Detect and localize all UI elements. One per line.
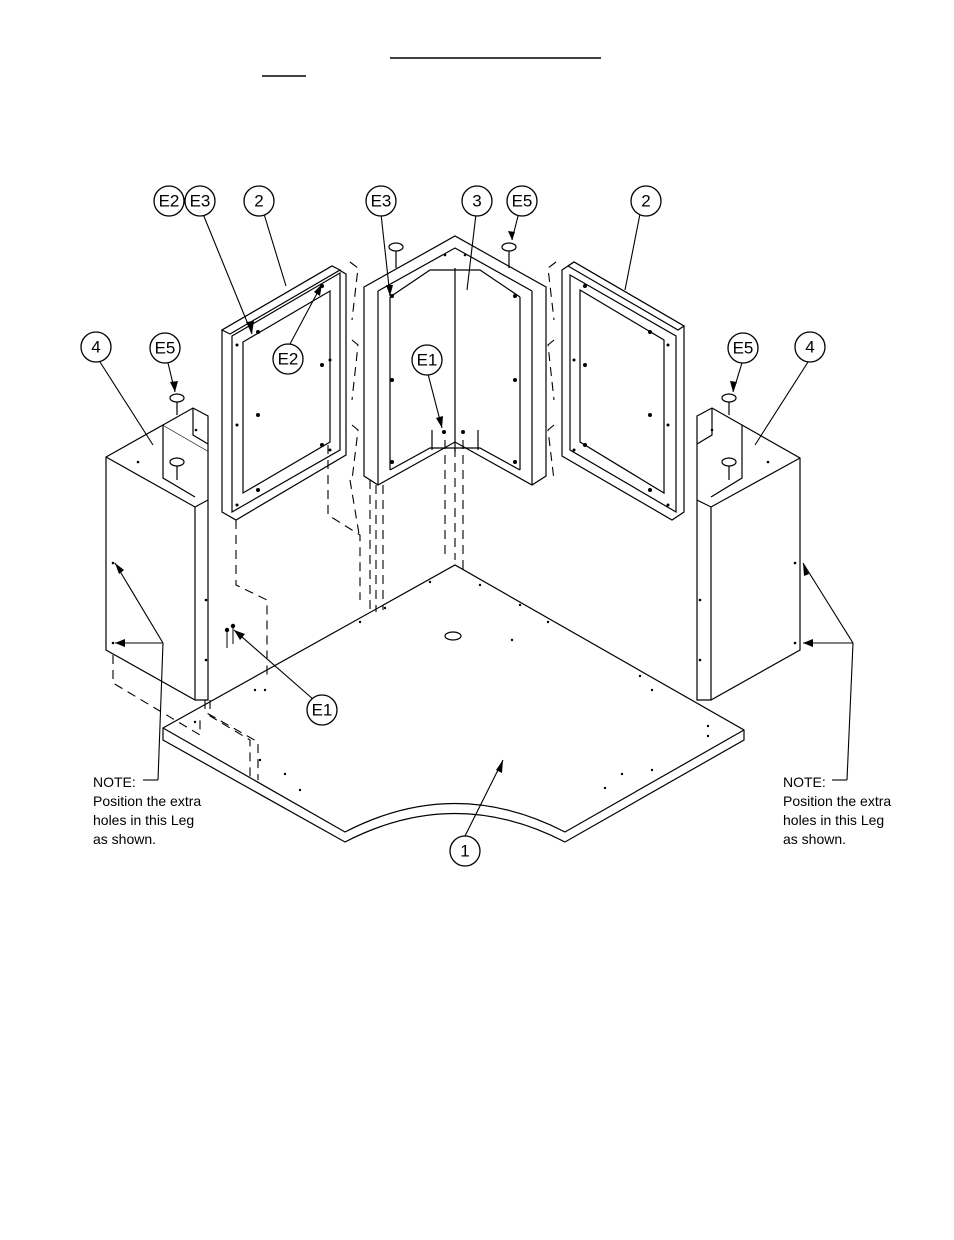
- leader-lines: [99, 213, 854, 837]
- note-right-line-4: as shown.: [783, 831, 846, 847]
- svg-text:E2: E2: [159, 192, 180, 211]
- svg-text:E3: E3: [190, 192, 211, 211]
- callout-part-2-left: 2: [243, 185, 275, 217]
- callout-e3-top-left: E3: [184, 185, 216, 217]
- note-left-line-1: NOTE:: [93, 774, 136, 790]
- left-side-panel: [220, 261, 361, 680]
- left-leg: [105, 407, 259, 780]
- left-leg-fasteners: [169, 393, 236, 648]
- callout-part-4-right: 4: [794, 331, 826, 363]
- svg-text:E1: E1: [417, 351, 438, 370]
- right-side-panel: [547, 261, 686, 521]
- callout-part-1-bottom: 1: [449, 835, 481, 867]
- note-left-line-2: Position the extra: [93, 793, 201, 809]
- leader-arrowheads: [115, 231, 813, 773]
- callout-e3-center: E3: [365, 185, 397, 217]
- svg-text:3: 3: [472, 192, 481, 211]
- svg-text:E5: E5: [733, 339, 754, 358]
- svg-text:E5: E5: [155, 339, 176, 358]
- note-right: NOTE: Position the extra holes in this L…: [783, 774, 891, 847]
- callout-e2-top-left: E2: [153, 185, 185, 217]
- callout-e1-center: E1: [411, 344, 443, 376]
- svg-text:E5: E5: [512, 192, 533, 211]
- svg-text:E3: E3: [371, 192, 392, 211]
- right-leg-fasteners: [721, 393, 737, 480]
- svg-text:4: 4: [91, 338, 100, 357]
- callout-part-4-left: 4: [80, 331, 112, 363]
- callout-e1-lower: E1: [306, 694, 338, 726]
- base-panel: [162, 564, 745, 843]
- right-leg: [696, 407, 801, 701]
- note-left-line-3: holes in this Leg: [93, 812, 194, 828]
- svg-text:2: 2: [641, 192, 650, 211]
- svg-text:E1: E1: [312, 701, 333, 720]
- callout-part-2-right: 2: [630, 185, 662, 217]
- callout-e5-center: E5: [506, 185, 538, 217]
- note-left-line-4: as shown.: [93, 831, 156, 847]
- svg-text:E2: E2: [278, 350, 299, 369]
- callout-part-3-center: 3: [461, 185, 493, 217]
- center-corner-panel: [349, 235, 547, 615]
- note-right-line-1: NOTE:: [783, 774, 826, 790]
- callout-e5-right: E5: [727, 332, 759, 364]
- svg-text:4: 4: [805, 338, 814, 357]
- svg-text:2: 2: [254, 192, 263, 211]
- note-left: NOTE: Position the extra holes in this L…: [93, 774, 201, 847]
- note-right-line-3: holes in this Leg: [783, 812, 884, 828]
- svg-text:1: 1: [460, 842, 469, 861]
- callout-e2-mid: E2: [272, 343, 304, 375]
- center-fasteners: [388, 242, 517, 268]
- callout-e5-left: E5: [149, 332, 181, 364]
- note-right-line-2: Position the extra: [783, 793, 891, 809]
